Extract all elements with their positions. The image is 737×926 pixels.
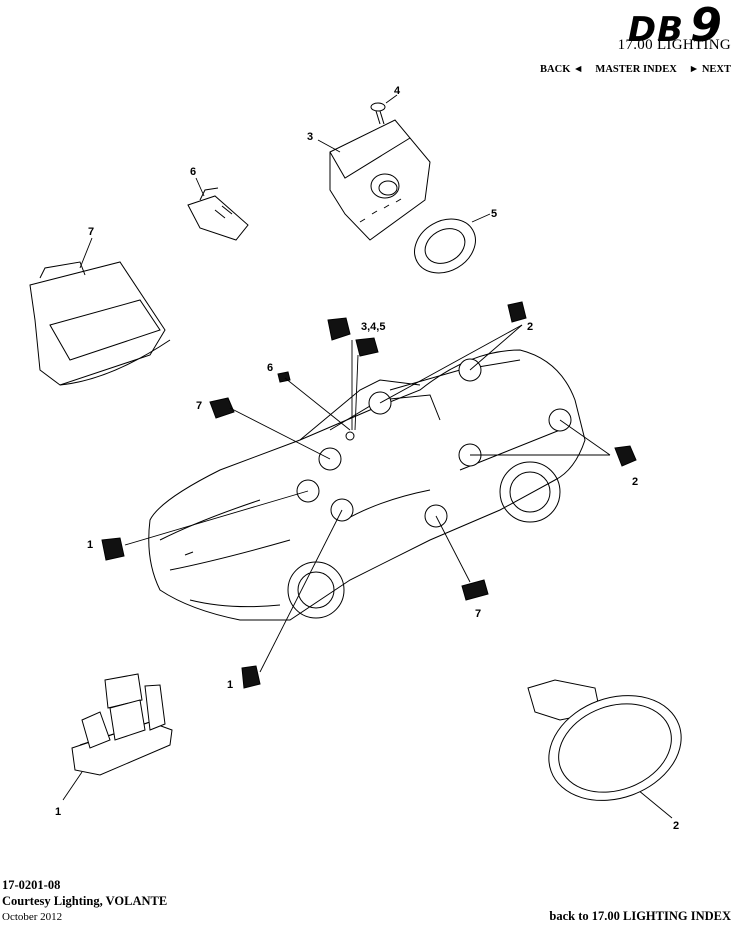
callout-7-car: 7 bbox=[196, 400, 202, 412]
clip-parts bbox=[101, 301, 637, 689]
diagram-date: October 2012 bbox=[2, 911, 63, 923]
callout-5: 5 bbox=[491, 208, 497, 220]
screw-part bbox=[370, 102, 386, 125]
callout-6-car: 6 bbox=[267, 362, 273, 374]
interior-lamp-part bbox=[527, 679, 682, 801]
lens-ring-part bbox=[414, 218, 476, 274]
callout-6-top: 6 bbox=[190, 166, 196, 178]
connector-part bbox=[187, 187, 249, 241]
callout-2-top: 2 bbox=[527, 321, 533, 333]
leader-lines bbox=[62, 94, 673, 819]
section-title: 17.00 LIGHTING bbox=[617, 37, 731, 53]
courtesy-lamp-part bbox=[71, 673, 173, 776]
back-link[interactable]: BACK ◄ bbox=[540, 64, 584, 75]
car-outline bbox=[148, 349, 586, 621]
callout-3: 3 bbox=[307, 131, 313, 143]
master-index-link[interactable]: MASTER INDEX bbox=[595, 64, 677, 75]
diagram-title: Courtesy Lighting, VOLANTE bbox=[2, 894, 168, 908]
back-to-index-link[interactable]: back to 17.00 LIGHTING INDEX bbox=[549, 909, 731, 923]
callout-1-mid: 1 bbox=[227, 679, 233, 691]
side-lamp-part bbox=[29, 261, 171, 386]
control-module-part bbox=[329, 119, 431, 241]
nav-bar: BACK ◄ MASTER INDEX ► NEXT bbox=[540, 64, 731, 75]
callout-1-bottom: 1 bbox=[55, 806, 61, 818]
callout-7-top: 7 bbox=[88, 226, 94, 238]
callout-2-right: 2 bbox=[632, 476, 638, 488]
diagram-code: 17-0201-08 bbox=[2, 878, 61, 892]
callout-7-bottom: 7 bbox=[475, 608, 481, 620]
callout-2-bottom: 2 bbox=[673, 820, 679, 832]
callout-1-left: 1 bbox=[87, 539, 93, 551]
callout-4: 4 bbox=[394, 85, 401, 97]
next-link[interactable]: ► NEXT bbox=[688, 64, 731, 75]
callout-3-4-5: 3,4,5 bbox=[361, 321, 385, 333]
